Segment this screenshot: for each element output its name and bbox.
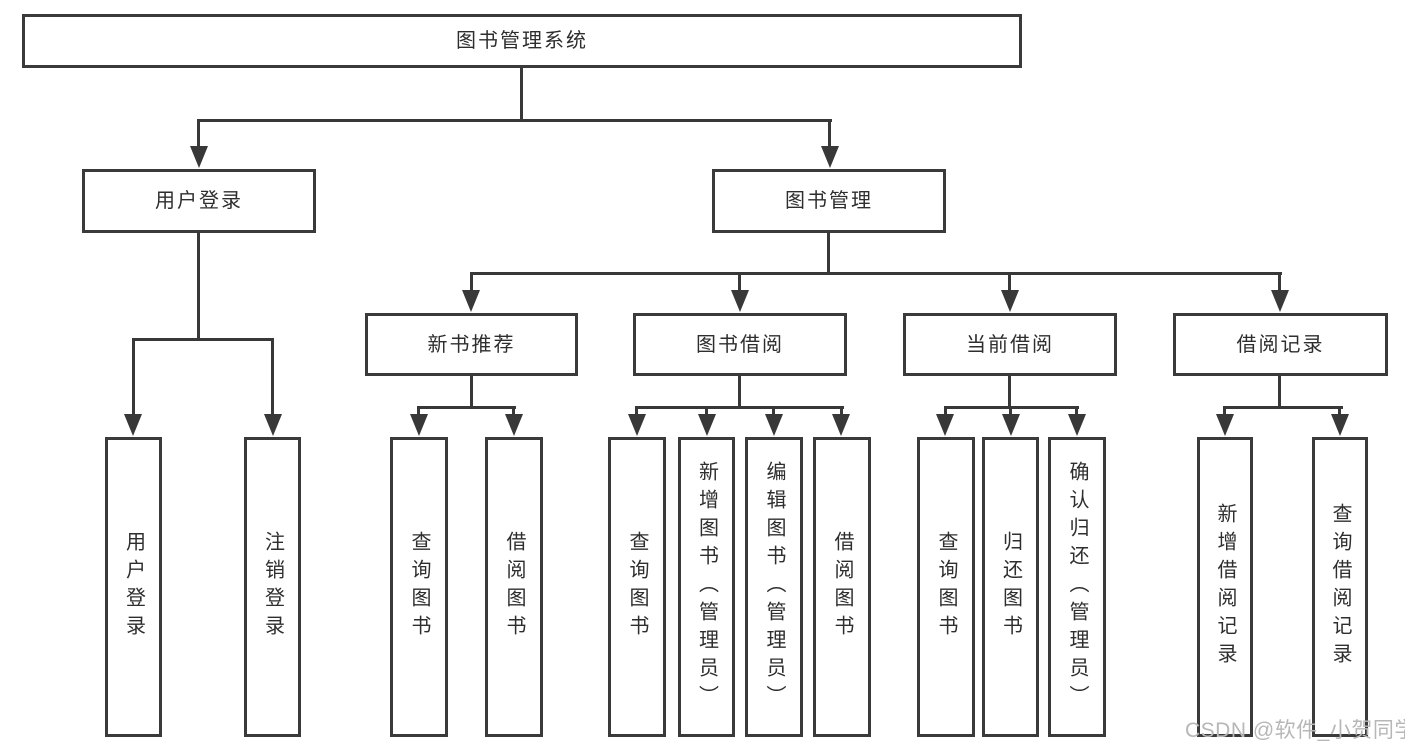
leaf-logout-label: 注销登录 [261, 531, 284, 643]
arrowhead-borrowing [731, 290, 749, 312]
leaf-query-books-borrowing: 查询图书 [608, 437, 666, 737]
arrowhead-leaf-logout [264, 414, 282, 436]
leaf-confirm-return-admin-label: 确认归还（管理员） [1066, 461, 1088, 713]
leaf-borrow-books-borrowing-label: 借阅图书 [831, 531, 853, 643]
node-user-login: 用户登录 [82, 169, 316, 233]
connector-newbook-splitter [417, 406, 516, 409]
leaf-query-books-newbook: 查询图书 [390, 437, 448, 737]
arrowhead-bb-borrow [832, 414, 850, 436]
node-book-management: 图书管理 [712, 169, 946, 233]
arrowhead-bb-query [628, 414, 646, 436]
connector-drop-current [1008, 272, 1011, 294]
connector-borrowing-splitter [635, 406, 844, 409]
arrowhead-book-management [821, 146, 839, 168]
arrowhead-cb-query [936, 414, 954, 436]
connector-drop-cb-confirm [1075, 406, 1078, 418]
arrowhead-bb-add [698, 414, 716, 436]
leaf-return-books: 归还图书 [982, 437, 1039, 737]
connector-drop-bb-add [705, 406, 708, 418]
node-borrowing-records: 借阅记录 [1173, 313, 1388, 376]
leaf-logout: 注销登录 [244, 437, 301, 737]
connector-login-stem [197, 232, 200, 341]
node-new-book-recommendation: 新书推荐 [365, 313, 578, 376]
leaf-query-books-current: 查询图书 [917, 437, 975, 737]
connector-drop-records [1278, 272, 1281, 294]
leaf-query-books-current-label: 查询图书 [935, 531, 957, 643]
connector-drop-user-login [197, 119, 200, 150]
connector-current-stem [1008, 376, 1011, 409]
connector-drop-nb-query [417, 406, 420, 418]
leaf-edit-books-admin: 编辑图书（管理员） [745, 437, 803, 737]
leaf-query-borrow-record: 查询借阅记录 [1312, 437, 1368, 737]
connector-mgmt-stem [827, 232, 830, 275]
node-current-borrowing: 当前借阅 [903, 313, 1117, 376]
arrowhead-br-query [1331, 414, 1349, 436]
leaf-borrow-books-newbook: 借阅图书 [485, 437, 543, 737]
connector-drop-bb-edit [772, 406, 775, 418]
leaf-query-books-newbook-label: 查询图书 [408, 531, 430, 643]
leaf-add-borrow-record: 新增借阅记录 [1197, 437, 1253, 737]
watermark: CSDN @软件_小贺同学 [1185, 719, 1405, 742]
connector-drop-br-query [1338, 406, 1341, 418]
leaf-return-books-label: 归还图书 [999, 531, 1022, 643]
leaf-add-books-admin: 新增图书（管理员） [678, 437, 735, 737]
connector-drop-cb-return [1009, 406, 1012, 418]
leaf-query-borrow-record-label: 查询借阅记录 [1329, 503, 1351, 671]
leaf-add-borrow-record-label: 新增借阅记录 [1214, 503, 1236, 671]
connector-login-splitter [132, 338, 274, 341]
leaf-edit-books-admin-label: 编辑图书（管理员） [763, 461, 785, 713]
arrowhead-nb-borrow [505, 414, 523, 436]
arrowhead-user-login [190, 146, 208, 168]
arrowhead-current [1001, 290, 1019, 312]
leaf-borrow-books-borrowing: 借阅图书 [813, 437, 871, 737]
connector-root-stem [520, 68, 523, 122]
leaf-user-login: 用户登录 [105, 437, 162, 737]
arrowhead-cb-return [1002, 414, 1020, 436]
connector-drop-leaf-login [132, 338, 135, 416]
connector-drop-newbook [470, 272, 473, 294]
connector-records-stem [1278, 376, 1281, 409]
connector-borrowing-stem [738, 376, 741, 409]
connector-drop-book-management [828, 119, 831, 150]
connector-drop-leaf-logout [271, 338, 274, 416]
connector-drop-nb-borrow [512, 406, 515, 418]
leaf-add-books-admin-label: 新增图书（管理员） [695, 461, 718, 713]
arrowhead-nb-query [410, 414, 428, 436]
connector-drop-borrowing [738, 272, 741, 294]
arrowhead-bb-edit [765, 414, 783, 436]
arrowhead-cb-confirm [1068, 414, 1086, 436]
arrowhead-records [1271, 290, 1289, 312]
connector-drop-cb-query [944, 406, 947, 418]
connector-records-splitter [1223, 406, 1343, 409]
leaf-user-login-label: 用户登录 [122, 531, 145, 643]
arrowhead-leaf-login [124, 414, 142, 436]
leaf-query-books-borrowing-label: 查询图书 [626, 531, 648, 643]
arrowhead-br-add [1216, 414, 1234, 436]
node-book-borrowing: 图书借阅 [633, 313, 847, 376]
connector-drop-bb-borrow [840, 406, 843, 418]
leaf-confirm-return-admin: 确认归还（管理员） [1048, 437, 1106, 737]
connector-drop-bb-query [635, 406, 638, 418]
connector-drop-br-add [1223, 406, 1226, 418]
node-library-management-system: 图书管理系统 [22, 14, 1022, 68]
connector-newbook-stem [470, 376, 473, 409]
connector-mgmt-splitter [470, 272, 1282, 275]
leaf-borrow-books-newbook-label: 借阅图书 [503, 531, 525, 643]
connector-root-splitter [198, 119, 832, 122]
arrowhead-newbook [462, 290, 480, 312]
